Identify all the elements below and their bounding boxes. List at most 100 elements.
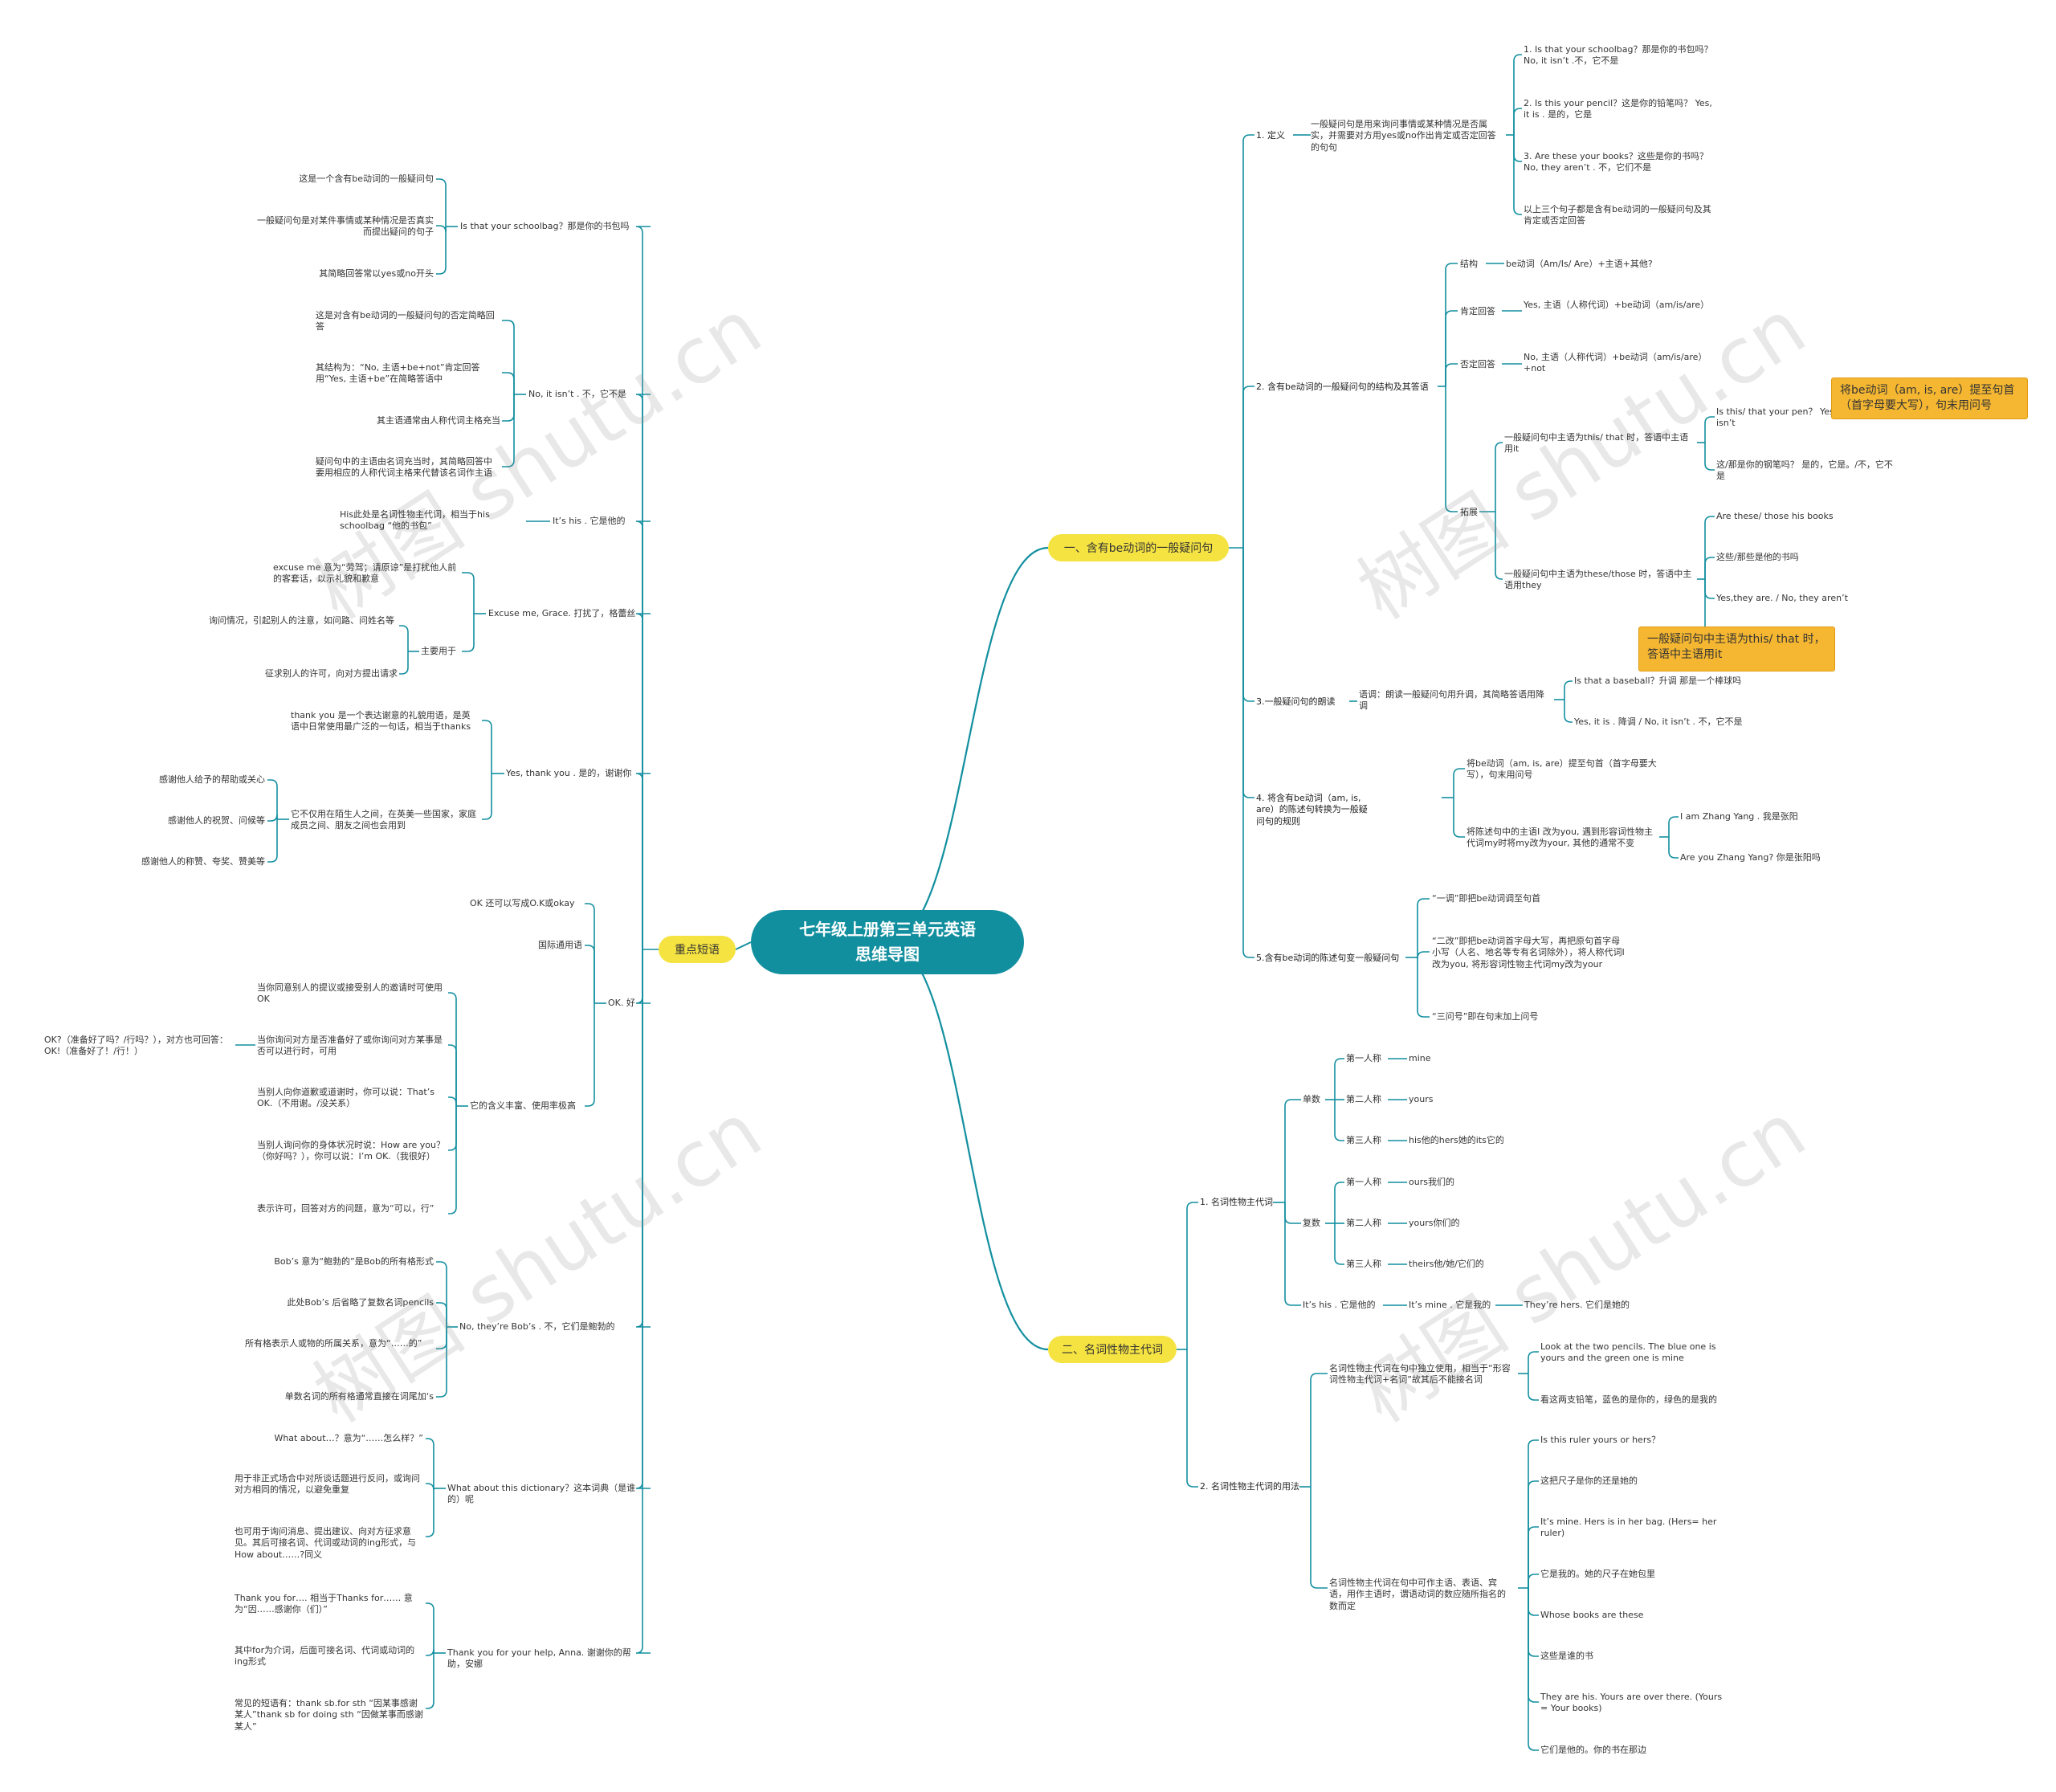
node-phrase-2[interactable]: No, it isn’t . 不，它不是 <box>528 389 626 399</box>
node-yours[interactable]: yours <box>1409 1094 1434 1104</box>
node-phrase-1a[interactable]: 这是一个含有be动词的一般疑问句 <box>299 173 434 184</box>
node-phrase-3a[interactable]: His此处是名词性物主代词，相当于his schoolbag “他的书包” <box>340 509 490 532</box>
node-usage-1[interactable]: 名词性物主代词在句中独立使用，相当于“形容词性物主代词+名词”故其后不能接名词 <box>1329 1363 1511 1386</box>
node-phrase-7a[interactable]: Bob’s 意为“鲍勃的”是Bob的所有格形式 <box>274 1256 434 1267</box>
node-definition-text[interactable]: 一般疑问句是用来询问事情或某种情况是否属实，并需要对方用yes或no作出肯定或否… <box>1311 119 1496 153</box>
node-tuozhan-2b[interactable]: 这些/那些是他的书吗 <box>1716 552 1799 562</box>
node-phrase-6c[interactable]: 它的含义丰富、使用率极高 <box>470 1100 576 1111</box>
node-def-example-2[interactable]: 2. Is this your pencil？这是你的铅笔吗？ Yes, it … <box>1524 98 1712 120</box>
node-conversion-1[interactable]: 将be动词（am, is, are）提至句首（首字母要大写），句末用问号 <box>1467 758 1657 781</box>
node-singular-third[interactable]: 第三人称 <box>1346 1135 1381 1145</box>
node-usage-2d[interactable]: 它是我的。她的尺子在她包里 <box>1540 1569 1655 1579</box>
node-rhyme[interactable]: 5.含有be动词的陈述句变一般疑问句 <box>1256 953 1400 963</box>
node-phrase-6b[interactable]: 国际通用语 <box>538 940 582 950</box>
node-example-his[interactable]: It’s his . 它是他的 <box>1303 1300 1376 1310</box>
node-usage-2a[interactable]: Is this ruler yours or hers？ <box>1540 1435 1661 1445</box>
node-phrase-1[interactable]: Is that your schoolbag？那是你的书包吗 <box>460 221 630 231</box>
node-phrase-6c1[interactable]: 当你同意别人的提议或接受别人的邀请时可使用OK <box>257 982 443 1005</box>
node-mine[interactable]: mine <box>1409 1053 1431 1063</box>
branch-key-phrases[interactable]: 重点短语 <box>659 936 736 963</box>
node-reading-ex1[interactable]: Is that a baseball？升调 那是一个棒球吗 <box>1574 676 1742 686</box>
node-kending-value[interactable]: Yes, 主语（人称代词）+be动词（am/is/are） <box>1524 300 1710 310</box>
node-def-example-3[interactable]: 3. Are these your books？这些是你的书吗？ No, the… <box>1524 151 1708 173</box>
node-plural[interactable]: 复数 <box>1303 1218 1320 1228</box>
node-phrase-6a[interactable]: OK 还可以写成O.K或okay <box>470 898 575 908</box>
node-usage-2g[interactable]: They are his. Yours are over there. (You… <box>1540 1692 1723 1714</box>
node-yours-plural[interactable]: yours你们的 <box>1409 1218 1460 1228</box>
node-phrase-8a[interactable]: What about…？意为“……怎么样？” <box>274 1433 423 1443</box>
node-rhyme-3[interactable]: “三问号”即在句末加上问号 <box>1432 1011 1539 1022</box>
node-reading-ex2[interactable]: Yes, it is . 降调 / No, it isn’t . 不，它不是 <box>1574 716 1743 727</box>
node-phrase-9a[interactable]: Thank you for…. 相当于Thanks for…… 意为“因……感谢… <box>235 1593 413 1615</box>
node-phrase-5b[interactable]: 它不仅用在陌生人之间，在英美一些国家，家庭成员之间、朋友之间也会用到 <box>291 809 476 831</box>
node-possessive-usage[interactable]: 2. 名词性物主代词的用法 <box>1200 1481 1299 1492</box>
node-phrase-7b[interactable]: 此处Bob’s 后省略了复数名词pencils <box>287 1297 434 1308</box>
node-tuozhan-1b[interactable]: 这/那是你的钢笔吗？ 是的，它是。/不，它不是 <box>1716 459 1893 482</box>
node-phrase-9c[interactable]: 常见的短语有：thank sb.for sth “因某事感谢某人”thank s… <box>235 1698 423 1732</box>
node-usage-2f[interactable]: 这些是谁的书 <box>1540 1651 1593 1661</box>
node-phrase-6c3[interactable]: 当别人向你道歉或道谢时，你可以说：That’s OK.（不用谢。/没关系） <box>257 1087 434 1109</box>
node-phrase-8b[interactable]: 用于非正式场合中对所谈话题进行反问，或询问对方相同的情况，以避免重复 <box>235 1473 420 1496</box>
branch-possessive-pronouns[interactable]: 二、名词性物主代词 <box>1048 1336 1177 1363</box>
note-callout-1[interactable]: 将be动词（am, is, are）提至句首（首字母要大写），句末用问号 <box>1831 378 2028 419</box>
node-usage-2[interactable]: 名词性物主代词在句中可作主语、表语、宾语，用作主语时，谓语动词的数应随所指名的数… <box>1329 1578 1506 1611</box>
node-fouding-value[interactable]: No, 主语（人称代词）+be动词（am/is/are）+not <box>1524 352 1707 374</box>
node-phrase-6c2a[interactable]: OK?（准备好了吗？/行吗？），对方也可回答：OK!（准备好了！/行！） <box>44 1035 228 1057</box>
node-phrase-4b2[interactable]: 征求别人的许可，向对方提出请求 <box>265 668 398 679</box>
node-usage-2c[interactable]: It’s mine. Hers is in her bag. (Hers= he… <box>1540 1516 1717 1539</box>
node-def-example-1[interactable]: 1. Is that your schoolbag？那是你的书包吗？ No, i… <box>1524 44 1713 67</box>
node-phrase-4b[interactable]: 主要用于 <box>421 646 456 656</box>
node-tuozhan-2c[interactable]: Yes,they are. / No, they aren’t <box>1716 593 1848 603</box>
node-phrase-9b[interactable]: 其中for为介词，后面可接名词、代词或动词的ing形式 <box>235 1645 415 1667</box>
node-conversion-2b[interactable]: Are you Zhang Yang? 你是张阳吗 <box>1680 852 1821 863</box>
node-phrase-6c2[interactable]: 当你询问对方是否准备好了或你询问对方某事是否可以进行时，可用 <box>257 1035 443 1057</box>
node-phrase-3[interactable]: It’s his . 它是他的 <box>553 516 626 526</box>
node-jiegou-value[interactable]: be动词（Am/Is/ Are）+主语+其他? <box>1506 259 1653 269</box>
node-conversion-2[interactable]: 将陈述句中的主语I 改为you, 遇到形容词性物主代词my时将my改为your,… <box>1467 827 1653 849</box>
node-structure[interactable]: 2. 含有be动词的一般疑问句的结构及其答语 <box>1256 382 1429 392</box>
node-conversion-2a[interactable]: I am Zhang Yang . 我是张阳 <box>1680 811 1798 822</box>
node-jiegou[interactable]: 结构 <box>1460 259 1478 269</box>
node-phrase-2a[interactable]: 这是对含有be动词的一般疑问句的否定简略回答 <box>316 310 495 333</box>
node-phrase-4[interactable]: Excuse me, Grace. 打扰了，格蕾丝 <box>488 608 636 618</box>
node-plural-third[interactable]: 第三人称 <box>1346 1259 1381 1269</box>
node-reading[interactable]: 3.一般疑问句的朗读 <box>1256 696 1336 707</box>
node-possessive-def[interactable]: 1. 名词性物主代词 <box>1200 1197 1273 1207</box>
node-plural-first[interactable]: 第一人称 <box>1346 1177 1381 1187</box>
node-his-hers-its[interactable]: his他的hers她的its它的 <box>1409 1135 1504 1145</box>
branch-be-questions[interactable]: 一、含有be动词的一般疑问句 <box>1048 534 1229 561</box>
node-usage-2h[interactable]: 它们是他的。你的书在那边 <box>1540 1745 1646 1755</box>
node-usage-1b[interactable]: 看这两支铅笔，蓝色的是你的，绿色的是我的 <box>1540 1394 1717 1405</box>
node-usage-1a[interactable]: Look at the two pencils. The blue one is… <box>1540 1341 1716 1364</box>
node-phrase-7d[interactable]: 单数名词的所有格通常直接在词尾加‘s <box>284 1391 434 1402</box>
node-phrase-5[interactable]: Yes, thank you . 是的，谢谢你 <box>506 768 632 778</box>
node-reading-text[interactable]: 语调：朗读一般疑问句用升调，其简略答语用降调 <box>1359 689 1544 712</box>
node-phrase-7[interactable]: No, they’re Bob’s . 不，它们是鲍勃的 <box>459 1321 615 1332</box>
node-phrase-2b[interactable]: 其结构为：“No, 主语+be+not”肯定回答用“Yes, 主语+be”在简略… <box>316 362 480 385</box>
node-phrase-1c[interactable]: 其简略回答常以yes或no开头 <box>319 268 434 279</box>
node-example-mine[interactable]: It’s mine . 它是我的 <box>1409 1300 1491 1310</box>
node-singular-first[interactable]: 第一人称 <box>1346 1053 1381 1063</box>
node-phrase-8c[interactable]: 也可用于询问消息、提出建议、向对方征求意见。其后可接名词、代词或动词的ing形式… <box>235 1526 417 1560</box>
node-phrase-9[interactable]: Thank you for your help, Anna. 谢谢你的帮助，安娜 <box>447 1647 631 1670</box>
node-phrase-6c5[interactable]: 表示许可，回答对方的问题，意为“可以，行” <box>257 1203 434 1214</box>
node-phrase-5b1[interactable]: 感谢他人给予的帮助或关心 <box>159 774 265 785</box>
node-kending[interactable]: 肯定回答 <box>1460 306 1495 316</box>
node-singular-second[interactable]: 第二人称 <box>1346 1094 1381 1104</box>
node-ours[interactable]: ours我们的 <box>1409 1177 1454 1187</box>
node-phrase-7c[interactable]: 所有格表示人或物的所属关系，意为“……的” <box>245 1338 422 1349</box>
node-phrase-1b[interactable]: 一般疑问句是对某件事情或某种情况是否真实而提出疑问的句子 <box>257 215 434 238</box>
node-phrase-5b2[interactable]: 感谢他人的祝贺、问候等 <box>168 815 265 826</box>
root-node[interactable]: 七年级上册第三单元英语 思维导图 <box>751 910 1024 974</box>
node-rhyme-1[interactable]: “一调”即把be动词调至句首 <box>1432 893 1541 904</box>
node-theirs[interactable]: theirs他/她/它们的 <box>1409 1259 1484 1269</box>
node-tuozhan-1[interactable]: 一般疑问句中主语为this/ that 时，答语中主语用it <box>1504 432 1689 455</box>
node-phrase-6[interactable]: OK. 好 <box>608 998 635 1008</box>
node-tuozhan-2[interactable]: 一般疑问句中主语为these/those 时，答语中主语用they <box>1504 569 1692 591</box>
node-tuozhan[interactable]: 拓展 <box>1460 507 1478 517</box>
node-singular[interactable]: 单数 <box>1303 1094 1320 1104</box>
node-phrase-5a[interactable]: thank you 是一个表达谢意的礼貌用语，是英语中日常使用最广泛的一句话，相… <box>291 710 471 733</box>
node-tuozhan-2a[interactable]: Are these/ those his books <box>1716 511 1834 521</box>
node-phrase-4b1[interactable]: 询问情况，引起别人的注意，如问路、问姓名等 <box>209 615 394 626</box>
node-phrase-4a[interactable]: excuse me 意为“劳驾；请原谅”是打扰他人前的客套话，以示礼貌和歉意 <box>273 562 457 585</box>
